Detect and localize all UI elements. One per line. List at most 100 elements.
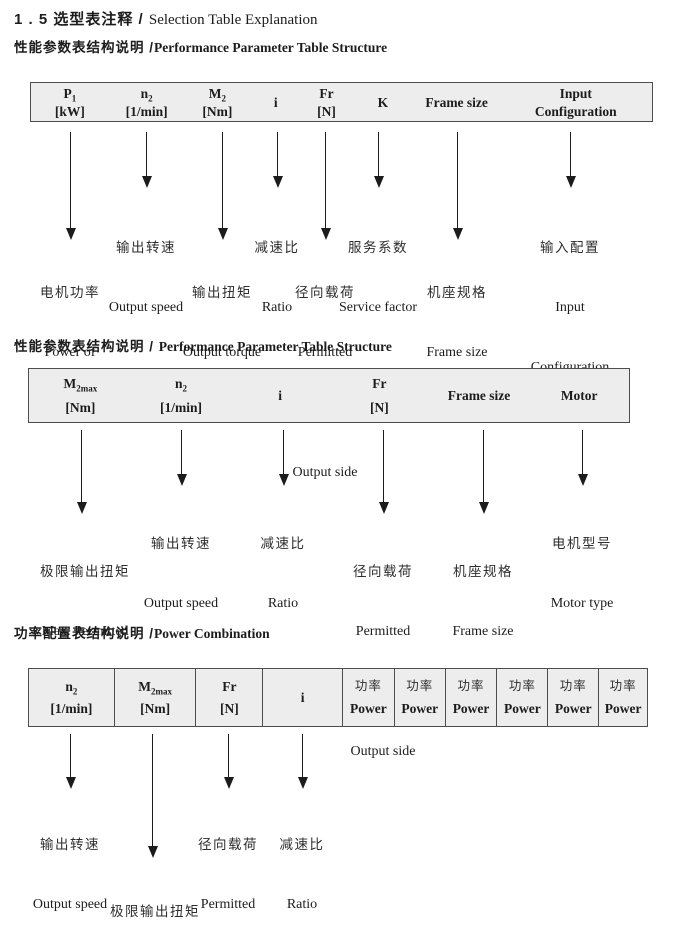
t2-col-n2-sym: n2 [174, 376, 187, 393]
t3-col-m2max-unit: [Nm] [140, 701, 171, 716]
s3-label-output-speed-zh: 输出转速 [39, 837, 100, 852]
t2-n2-symbol: n [174, 376, 183, 391]
t3-col-fr-unit: [N] [219, 701, 239, 716]
s2-label-radial-load-zh: 径向载荷 [353, 564, 413, 579]
t1-col-fr: Fr [N] [301, 83, 352, 121]
t2-col-motor-sym: Motor [560, 388, 598, 403]
s3-label-radial-load-zh: 径向载荷 [198, 837, 258, 852]
t3-col-power-2: 功率 Power [393, 669, 445, 726]
s2-arrow-i [283, 430, 284, 474]
s2-label-output-speed-en: Output speed [143, 596, 219, 611]
s1-label-radial-load-zh: 径向载荷 [295, 285, 355, 300]
t3-col-power-1: 功率 Power [341, 669, 394, 726]
t2-col-fr-unit: [N] [369, 400, 389, 415]
performance-table-2: M2max [Nm] n2 [1/min] i Fr [N] Frame siz… [28, 368, 630, 423]
t1-p1-symbol: P [63, 85, 72, 101]
section1-heading-en: Performance Parameter Table Structure [154, 40, 388, 55]
s1-arrow-input-config [570, 132, 571, 176]
t2-col-n2: n2 [1/min] [132, 369, 231, 422]
s1-label-output-speed: 输出转速 Output speed [109, 198, 183, 358]
s1-label-radial-load-en1: Permitted [297, 345, 353, 360]
t3-col-power-5: 功率 Power [547, 669, 598, 726]
t1-n2-symbol: n [140, 85, 149, 101]
t2-col-fr-sym: Fr [372, 376, 387, 391]
s2-arrow-frame-size [483, 430, 484, 502]
t1-col-m2: M2 [Nm] [185, 83, 251, 121]
t3-col-power-6: 功率 Power [598, 669, 647, 726]
t2-col-n2-unit: [1/min] [159, 400, 202, 415]
s3-arrow-fr [228, 734, 229, 777]
t3-power3-en: Power [452, 701, 490, 716]
t3-power1-en: Power [350, 701, 387, 716]
section2-heading-zh: 性能参数表结构说明 / [14, 339, 159, 354]
s2-label-output-speed-zh: 输出转速 [150, 536, 211, 551]
t3-col-m2max: M2max [Nm] [113, 669, 196, 726]
t3-col-n2-unit: [1/min] [50, 701, 93, 716]
t1-m2-symbol: M [208, 85, 222, 101]
s3-arrow-n2 [70, 734, 71, 777]
t1-n2-subscript: 2 [148, 93, 153, 104]
s1-label-service-factor-zh: 服务系数 [348, 240, 408, 255]
s1-label-motor-power-zh: 电机功率 [40, 285, 100, 300]
t1-col-p1: P1 [kW] [31, 83, 109, 121]
t2-m2max-symbol: M [63, 376, 77, 391]
t1-col-fr-sym: Fr [319, 85, 334, 101]
s1-label-service-factor: 服务系数 Service factor [339, 198, 417, 358]
s3-label-output-speed-en: Output speed [32, 897, 108, 912]
t2-col-m2max-unit: [Nm] [65, 400, 96, 415]
t1-col-i: i [250, 83, 301, 121]
page-title-en: Selection Table Explanation [148, 12, 318, 28]
s1-arrow-fr [325, 132, 326, 228]
section3-heading-en: Power Combination [154, 626, 270, 641]
t2-col-fr: Fr [N] [330, 369, 429, 422]
s1-arrow-m2 [222, 132, 223, 228]
s3-arrow-m2max [152, 734, 153, 846]
s2-label-frame-size: 机座规格 Frame size [452, 522, 513, 682]
performance-table-1: P1 [kW] n2 [1/min] M2 [Nm] i Fr [N] K Fr… [30, 82, 653, 122]
s1-label-output-torque-en: Output torque [182, 345, 262, 360]
s1-label-frame-size-zh: 机座规格 [427, 285, 487, 300]
s1-arrow-k [378, 132, 379, 176]
s1-label-radial-load-en3: Output side [292, 465, 358, 480]
s1-label-input-config-en1: Input [555, 300, 585, 315]
t3-n2-symbol: n [65, 679, 73, 694]
page-title: 1 . 5 选型表注释 / Selection Table Explanatio… [14, 8, 318, 29]
s1-label-output-torque-zh: 输出扭矩 [192, 285, 252, 300]
s3-label-output-speed: 输出转速 Output speed [33, 795, 107, 931]
t2-col-i-sym: i [278, 388, 283, 403]
t2-col-frame-size: Frame size [429, 369, 530, 422]
s2-label-radial-load: 径向载荷 Permitted Overhung load Output side [341, 522, 425, 802]
s2-label-max-torque-en1: Max. Permitted [41, 624, 129, 639]
t3-power2-en: Power [401, 701, 439, 716]
s1-label-frame-size-en: Frame size [426, 345, 488, 360]
s1-arrow-i [277, 132, 278, 176]
t3-power1-zh: 功率 [354, 679, 382, 693]
s3-label-ratio-zh: 减速比 [279, 837, 325, 852]
section2-heading-en: Performance Parameter Table Structure [158, 339, 392, 354]
s2-label-motor-type-en: Motor type [550, 596, 614, 611]
t3-m2max-subscript: 2max [150, 686, 172, 697]
t3-col-i: i [262, 669, 342, 726]
s2-label-frame-size-zh: 机座规格 [453, 564, 513, 579]
t3-col-n2-sym: n2 [65, 679, 78, 697]
t3-m2max-symbol: M [138, 679, 151, 694]
s2-arrow-motor [582, 430, 583, 474]
t1-col-k: K [352, 83, 414, 121]
t3-n2-subscript: 2 [72, 686, 78, 697]
s2-arrow-n2 [181, 430, 182, 474]
section3-heading-zh: 功率配置表结构说明 / [14, 626, 155, 641]
s3-label-radial-load-en1: Permitted [200, 897, 256, 912]
s1-arrow-frame-size [457, 132, 458, 228]
s2-label-radial-load-en3: Output side [350, 744, 416, 759]
t3-col-m2max-sym: M2max [138, 679, 172, 697]
section3-heading: 功率配置表结构说明 /Power Combination [14, 622, 270, 642]
s1-label-output-speed-zh: 输出转速 [115, 240, 176, 255]
s3-label-max-torque: 极限输出扭矩 Max. Permitted Output torque [110, 862, 200, 931]
s3-arrow-i [302, 734, 303, 777]
t1-col-m2-unit: [Nm] [202, 103, 233, 119]
s1-label-motor-power-en1: Power of [44, 345, 96, 360]
t2-col-frame-sym: Frame size [447, 388, 511, 403]
section1-heading: 性能参数表结构说明 /Performance Parameter Table S… [14, 36, 387, 56]
s1-label-ratio-zh: 减速比 [254, 240, 300, 255]
